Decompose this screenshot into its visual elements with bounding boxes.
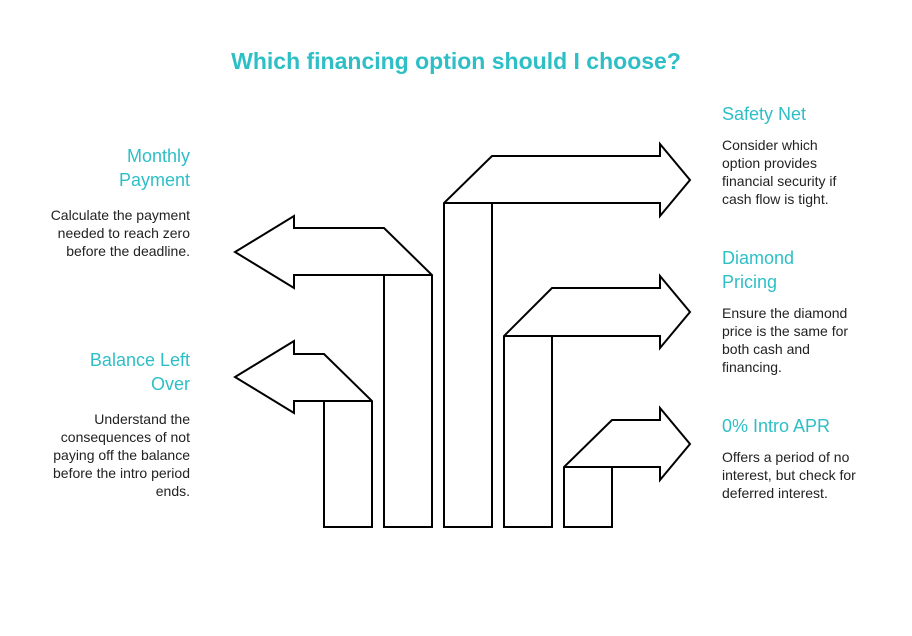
arrow-diamond-pricing: [503, 273, 692, 528]
option-balance-left-over-description: Understand the consequences of not payin…: [53, 411, 190, 499]
option-balance-left-over-title: Balance Left Over: [89, 350, 190, 394]
option-safety-net: Safety Net Consider which option provide…: [722, 102, 872, 208]
arrow-monthly-payment: [233, 214, 433, 528]
option-balance-left-over: Balance Left Over Understand the consequ…: [40, 348, 190, 500]
page-title: Which financing option should I choose?: [231, 48, 681, 74]
option-intro-apr-title: 0% Intro APR: [722, 416, 831, 436]
option-diamond-pricing-description: Ensure the diamond price is the same for…: [722, 305, 849, 375]
option-safety-net-title: Safety Net: [722, 104, 807, 124]
option-diamond-pricing: Diamond Pricing Ensure the diamond price…: [722, 246, 872, 376]
arrow-intro-apr: [563, 405, 692, 528]
option-intro-apr-description: Offers a period of no interest, but chec…: [722, 449, 856, 501]
option-diamond-pricing-title: Diamond Pricing: [722, 248, 795, 292]
option-monthly-payment-title: Monthly Payment: [118, 146, 190, 190]
option-monthly-payment: Monthly Payment Calculate the payment ne…: [40, 144, 190, 260]
arrow-balance-left-over: [233, 339, 373, 528]
option-monthly-payment-description: Calculate the payment needed to reach ze…: [50, 207, 190, 259]
arrow-safety-net: [443, 141, 692, 528]
option-safety-net-description: Consider which option provides financial…: [722, 137, 837, 207]
option-intro-apr: 0% Intro APR Offers a period of no inter…: [722, 414, 872, 502]
